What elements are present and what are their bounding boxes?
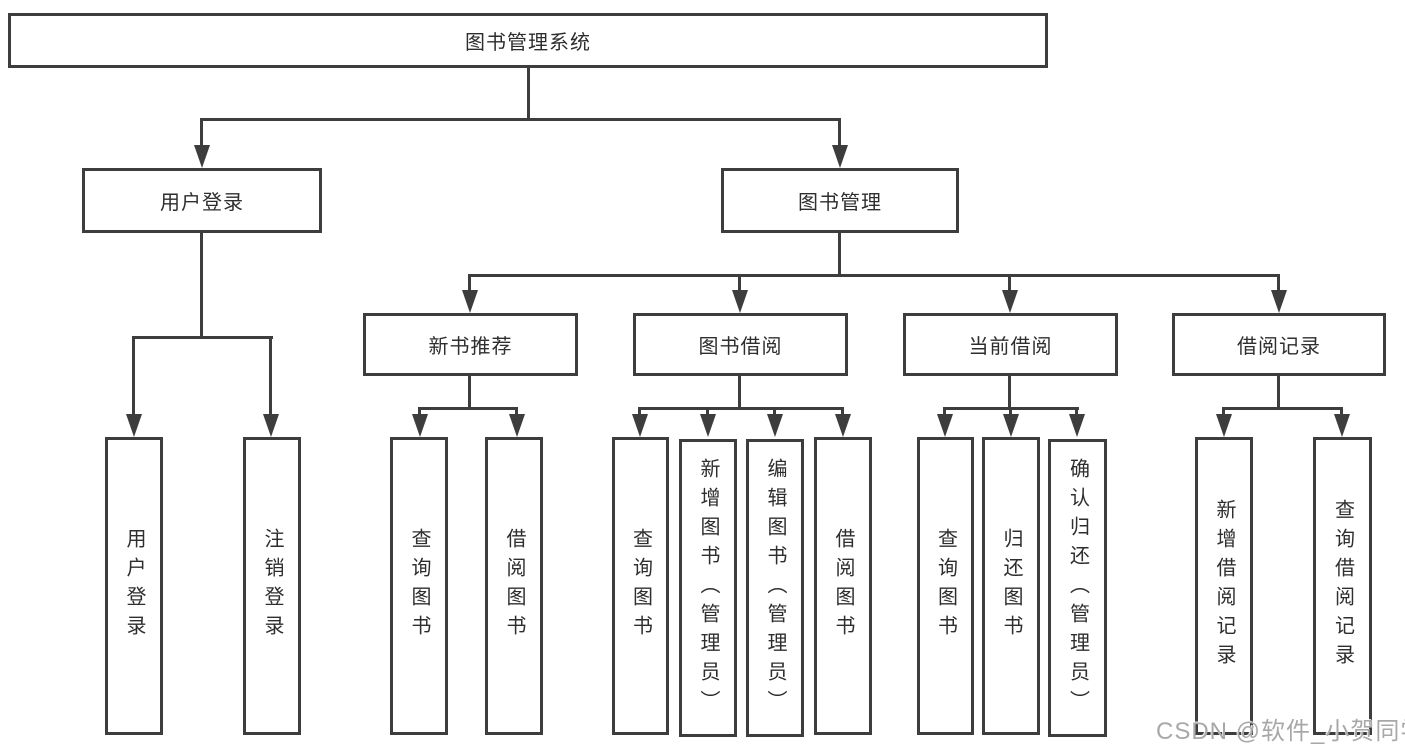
connector-line [200, 118, 203, 148]
node-label: 图书借阅 [698, 336, 783, 358]
connector-line [1009, 407, 1012, 417]
connector-hline [418, 407, 518, 410]
arrow-down-icon [700, 414, 716, 437]
node-label: 查询图书 [629, 528, 652, 644]
node-query-books-current: 查询图书 [917, 437, 974, 735]
connector-line [638, 407, 641, 417]
arrow-down-icon [462, 290, 478, 313]
connector-line [838, 118, 841, 148]
node-query-books-recommend: 查询图书 [390, 437, 448, 735]
node-label: 当前借阅 [968, 336, 1053, 358]
arrow-down-icon [732, 290, 748, 313]
connector-level1-hline [200, 118, 841, 121]
node-label: 归还图书 [1000, 528, 1022, 644]
connector-line [1277, 274, 1280, 292]
connector-line [468, 274, 471, 292]
connector-line [515, 407, 518, 417]
arrow-down-icon [263, 414, 279, 437]
node-logout: 注销登录 [243, 437, 301, 735]
connector-stem [468, 376, 471, 410]
node-book-management: 图书管理 [721, 168, 959, 233]
csdn-watermark: CSDN @软件_小贺同学 [1156, 718, 1405, 745]
arrow-down-icon [194, 145, 210, 168]
node-label: 用户登录 [123, 528, 145, 644]
node-library-management-system: 图书管理系统 [8, 13, 1048, 68]
connector-stem [1008, 376, 1011, 410]
connector-line [841, 407, 844, 417]
node-label: 图书管理系统 [465, 32, 591, 54]
connector-root-stem [527, 68, 530, 121]
node-confirm-return-admin: 确认归还（管理员） [1048, 439, 1107, 737]
node-user-login: 用户登录 [105, 437, 163, 735]
connector-line [1340, 407, 1343, 417]
connector-line [1075, 407, 1078, 417]
arrow-down-icon [832, 145, 848, 168]
connector-level3-hline [468, 274, 1280, 277]
connector-user-login-stem [200, 233, 203, 339]
connector-line [943, 407, 946, 417]
node-label: 查询借阅记录 [1331, 499, 1354, 673]
node-label: 图书管理 [798, 192, 882, 214]
arrow-down-icon [1003, 414, 1019, 437]
connector-line [773, 407, 776, 417]
connector-hline [1222, 407, 1343, 410]
node-current-borrowing: 当前借阅 [903, 313, 1118, 376]
arrow-down-icon [1271, 290, 1287, 313]
node-borrowing-records: 借阅记录 [1172, 313, 1386, 376]
node-label: 查询图书 [934, 528, 957, 644]
node-label: 新增借阅记录 [1213, 499, 1235, 673]
arrow-down-icon [1002, 290, 1018, 313]
arrow-down-icon [412, 414, 428, 437]
node-query-borrow-record: 查询借阅记录 [1313, 437, 1372, 735]
node-new-book-recommend: 新书推荐 [363, 313, 578, 376]
node-borrow-books: 借阅图书 [814, 437, 872, 735]
connector-line [1222, 407, 1225, 417]
connector-book-mgmt-stem [838, 233, 841, 277]
arrow-down-icon [509, 414, 525, 437]
connector-line [418, 407, 421, 417]
node-label: 查询图书 [408, 528, 430, 644]
arrow-down-icon [767, 414, 783, 437]
node-query-books-borrowing: 查询图书 [612, 437, 669, 735]
connector-line [738, 274, 741, 292]
node-label: 确认归还（管理员） [1066, 457, 1089, 719]
arrow-down-icon [126, 414, 142, 437]
node-return-books: 归还图书 [982, 437, 1040, 735]
node-label: 用户登录 [160, 192, 244, 214]
arrow-down-icon [937, 414, 953, 437]
node-label: 借阅图书 [832, 528, 854, 644]
connector-hline [638, 407, 844, 410]
connector-line [1008, 274, 1011, 292]
node-label: 借阅记录 [1237, 336, 1321, 358]
node-label: 新书推荐 [428, 336, 513, 358]
node-label: 借阅图书 [503, 528, 525, 644]
node-label: 编辑图书（管理员） [764, 457, 786, 719]
node-borrow-books-recommend: 借阅图书 [485, 437, 543, 735]
node-add-books-admin: 新增图书（管理员） [679, 439, 737, 737]
arrow-down-icon [835, 414, 851, 437]
arrow-down-icon [1216, 414, 1232, 437]
connector-stem [1277, 376, 1280, 410]
arrow-down-icon [1069, 414, 1085, 437]
node-add-borrow-record: 新增借阅记录 [1195, 437, 1253, 735]
connector-user-login-hline [132, 336, 273, 339]
connector-line [132, 336, 135, 417]
connector-line [706, 407, 709, 417]
node-book-borrowing: 图书借阅 [633, 313, 848, 376]
arrow-down-icon [632, 414, 648, 437]
node-label: 新增图书（管理员） [697, 457, 719, 719]
node-label: 注销登录 [261, 528, 283, 644]
arrow-down-icon [1334, 414, 1350, 437]
node-user-login-branch: 用户登录 [82, 168, 322, 233]
connector-stem [738, 376, 741, 410]
node-edit-books-admin: 编辑图书（管理员） [746, 439, 804, 737]
connector-line [269, 336, 272, 417]
